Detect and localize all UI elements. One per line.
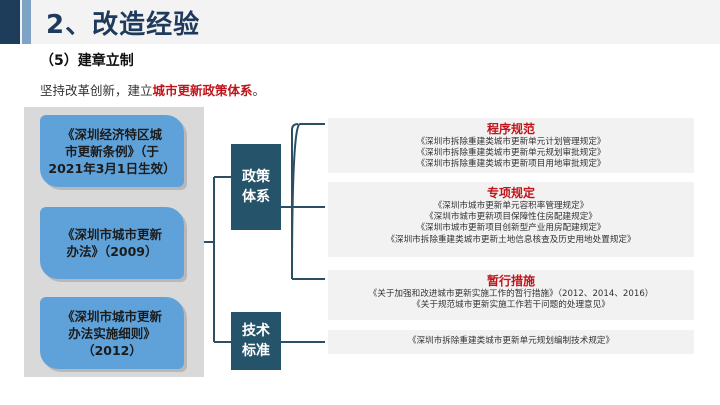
- intro-highlight: 城市更新政策体系: [152, 83, 253, 98]
- row-item: 《关于规范城市更新实施工作若干问题的处理意见》: [412, 300, 610, 311]
- intro-suffix: 。: [252, 83, 266, 98]
- category-policy-system: 政策 体系: [231, 144, 281, 230]
- law-card: 《深圳经济特区城 市更新条例》（于 2021年3月1日生效）: [40, 115, 184, 187]
- row-title: 暂行措施: [486, 274, 535, 288]
- policy-row-special: 专项规定 《深圳市城市更新单元容积率管理规定》 《深圳市城市更新项目保障性住房配…: [328, 182, 694, 257]
- connector-policy: [281, 123, 325, 280]
- policy-row-procedure: 程序规范 《深圳市拆除重建类城市更新单元计划管理规定》 《深圳市拆除重建类城市更…: [328, 118, 694, 173]
- row-item: 《深圳市城市更新项目保障性住房配建规定》: [425, 212, 597, 223]
- row-item: 《深圳市拆除重建类城市更新项目用地审批规定》: [416, 159, 606, 170]
- row-item: 《关于加强和改进城市更新实施工作的暂行措施》（2012、2014、2016）: [368, 289, 654, 299]
- section-subtitle: （5）建章立制: [40, 53, 134, 69]
- category-technical-standard: 技术 标准: [231, 312, 281, 370]
- row-item: 《深圳市拆除重建类城市更新单元规划编制技术规定》: [407, 336, 615, 347]
- intro-text: 坚持改革创新，建立城市更新政策体系。: [40, 80, 265, 99]
- intro-prefix: 坚持改革创新，建立: [40, 83, 153, 98]
- law-card-label: 《深圳市城市更新 办法实施细则》 （2012）: [61, 308, 162, 358]
- row-item: 《深圳市拆除重建类城市更新土地信息核查及历史用地处置规定》: [386, 234, 636, 245]
- law-card-label: 《深圳经济特区城 市更新条例》（于 2021年3月1日生效）: [48, 126, 176, 176]
- header-bar: [0, 0, 720, 44]
- row-item: 《深圳市城市更新项目创新型产业用房配建规定》: [416, 223, 606, 234]
- row-item: 《深圳市拆除重建类城市更新单元规划审批规定》: [416, 148, 606, 159]
- header-accent: [0, 0, 20, 44]
- laws-panel: 《深圳经济特区城 市更新条例》（于 2021年3月1日生效） 《深圳市城市更新 …: [24, 107, 204, 377]
- law-card: 《深圳市城市更新 办法实施细则》 （2012）: [40, 297, 184, 369]
- page-title: 2、改造经验: [46, 10, 201, 40]
- law-card: 《深圳市城市更新 办法》（2009）: [40, 207, 184, 279]
- row-item: 《深圳市城市更新单元容积率管理规定》: [433, 201, 589, 211]
- row-title: 专项规定: [486, 186, 535, 200]
- connector-left: [204, 176, 231, 343]
- standard-row: 《深圳市拆除重建类城市更新单元规划编制技术规定》: [328, 330, 694, 354]
- law-card-label: 《深圳市城市更新 办法》（2009）: [61, 227, 162, 259]
- row-title: 程序规范: [486, 122, 535, 136]
- header-accent-secondary: [22, 0, 31, 44]
- policy-row-interim: 暂行措施 《关于加强和改进城市更新实施工作的暂行措施》（2012、2014、20…: [328, 270, 694, 320]
- row-item: 《深圳市拆除重建类城市更新单元计划管理规定》: [416, 137, 606, 147]
